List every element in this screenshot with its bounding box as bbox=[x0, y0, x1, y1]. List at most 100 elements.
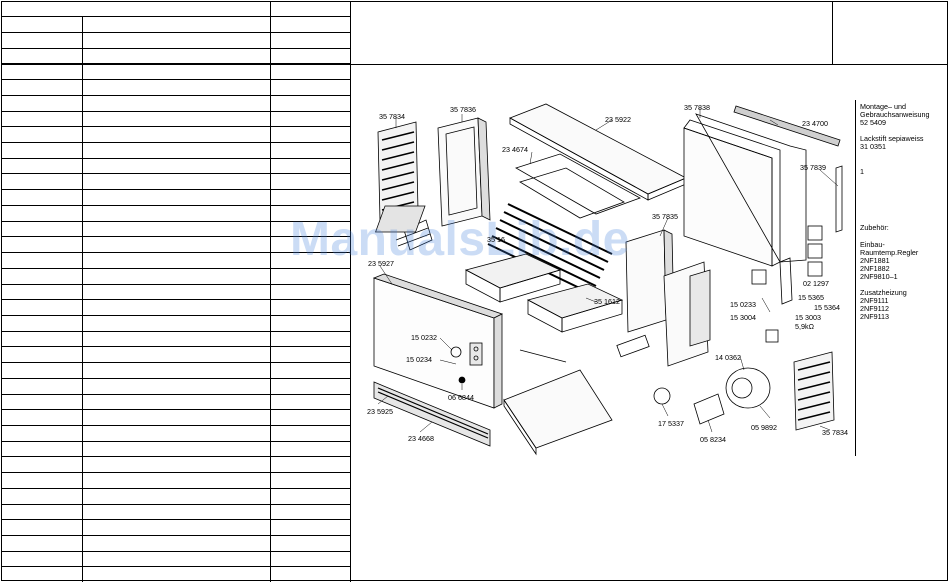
table-row-line bbox=[1, 284, 350, 285]
side-note-line bbox=[860, 176, 930, 184]
side-note-line bbox=[860, 208, 930, 216]
side-note-line: 2NF1881 bbox=[860, 255, 890, 265]
top-plate bbox=[509, 103, 687, 201]
side-note-line: 2NF9111 bbox=[860, 296, 889, 306]
header-box-divider bbox=[832, 1, 833, 64]
table-row-line bbox=[1, 252, 350, 253]
table-row-line bbox=[1, 173, 350, 174]
table-row-line bbox=[1, 535, 350, 536]
table-row-line bbox=[1, 378, 350, 379]
side-note-line bbox=[860, 160, 930, 168]
part-label: 5,9kΩ bbox=[795, 322, 814, 331]
front-panel bbox=[372, 273, 504, 409]
part-label: 15 0233 bbox=[730, 300, 756, 309]
part-label: 35 7834 bbox=[379, 112, 405, 121]
notes-column-divider bbox=[855, 100, 856, 456]
table-row-line bbox=[1, 48, 350, 49]
table-row-line bbox=[1, 315, 350, 316]
table-row-line bbox=[1, 299, 350, 300]
table-column-divider bbox=[270, 1, 271, 582]
side-note-line: 2NF9112 bbox=[860, 304, 890, 314]
part-label: 23 4668 bbox=[408, 434, 434, 443]
table-row-line bbox=[1, 205, 350, 206]
table-row-line bbox=[1, 142, 350, 143]
table-row-line bbox=[1, 158, 350, 159]
side-note-line: 31 0351 bbox=[860, 142, 886, 152]
fan-motor bbox=[693, 367, 771, 425]
table-row-line bbox=[1, 32, 350, 33]
header-divider bbox=[1, 16, 350, 17]
table-row-line bbox=[1, 126, 350, 127]
side-note-line: Montage– und bbox=[860, 102, 906, 111]
table-row-line bbox=[1, 79, 350, 80]
part-label: 15 5364 bbox=[814, 303, 840, 312]
side-note-line bbox=[860, 192, 930, 200]
bottom-grille bbox=[373, 381, 491, 447]
table-row-line bbox=[1, 95, 350, 96]
part-label: 05 8234 bbox=[700, 435, 726, 444]
part-label: 35 7838 bbox=[684, 103, 710, 112]
part-label: 17 5337 bbox=[658, 419, 684, 428]
side-note-line: Zusatzheizung bbox=[860, 288, 907, 298]
part-label: 23 4674 bbox=[502, 145, 528, 154]
table-row-line bbox=[1, 362, 350, 363]
table-row-line bbox=[1, 346, 350, 347]
grille-bottom-right bbox=[793, 351, 835, 431]
side-note-line bbox=[860, 200, 930, 208]
side-note-line: Raumtemp.Regler bbox=[860, 247, 919, 257]
part-label: 15 0234 bbox=[406, 355, 432, 364]
table-row-line bbox=[1, 189, 350, 190]
table-row-line bbox=[1, 111, 350, 112]
side-note-line: 52 5409 bbox=[860, 118, 886, 128]
table-row-line bbox=[1, 551, 350, 552]
part-label: 15 3004 bbox=[730, 313, 756, 322]
part-label: 35 1612 bbox=[594, 297, 620, 306]
table-row-line bbox=[1, 63, 350, 64]
part-label: 23 4700 bbox=[802, 119, 828, 128]
side-note-line: 1 bbox=[860, 166, 864, 176]
table-row-line bbox=[1, 441, 350, 442]
part-label: 02 1297 bbox=[803, 279, 829, 288]
part-label: 15 5365 bbox=[798, 293, 824, 302]
table-row-line bbox=[1, 268, 350, 269]
side-note-line bbox=[860, 152, 930, 160]
watermark: ManualsLib.de bbox=[290, 213, 630, 266]
side-note-line: Lackstift sepiaweiss bbox=[860, 134, 924, 144]
table-row-line bbox=[1, 456, 350, 457]
part-label: 15 0232 bbox=[411, 333, 437, 342]
grille-top-left bbox=[377, 121, 419, 221]
table-row-line bbox=[1, 472, 350, 473]
table-row-line bbox=[1, 504, 350, 505]
part-label: 06 6844 bbox=[448, 393, 474, 402]
part-label: 35 16 bbox=[487, 235, 505, 244]
side-cover bbox=[437, 117, 491, 227]
side-note-line: Zubehör: bbox=[860, 223, 889, 233]
table-row-line bbox=[1, 409, 350, 410]
side-note-line: Gebrauchsanweisung bbox=[860, 110, 930, 120]
table-row-line bbox=[1, 221, 350, 222]
table-row-line bbox=[1, 566, 350, 567]
part-label: 23 5922 bbox=[605, 115, 631, 124]
table-right-border bbox=[350, 1, 351, 582]
table-row-line bbox=[1, 519, 350, 520]
part-label: 05 9892 bbox=[751, 423, 777, 432]
table-row-line bbox=[1, 331, 350, 332]
table-row-line bbox=[1, 236, 350, 237]
part-label: 23 5925 bbox=[367, 407, 393, 416]
side-note-line bbox=[860, 184, 930, 192]
side-note-line: 2NF1882 bbox=[860, 263, 890, 273]
part-label: 35 7835 bbox=[652, 212, 678, 221]
rear-panel bbox=[683, 113, 807, 267]
part-label: 14 0362 bbox=[715, 353, 741, 362]
part-label: 35 7839 bbox=[800, 163, 826, 172]
heating-element bbox=[487, 203, 613, 295]
side-note-line: 2NF9810–1 bbox=[860, 271, 898, 281]
part-label: 23 5927 bbox=[368, 259, 394, 268]
part-label: 35 7836 bbox=[450, 105, 476, 114]
side-note-line: Einbau- bbox=[860, 239, 885, 249]
side-note-line: 2NF9113 bbox=[860, 312, 890, 322]
header-bottom-line bbox=[1, 64, 948, 65]
